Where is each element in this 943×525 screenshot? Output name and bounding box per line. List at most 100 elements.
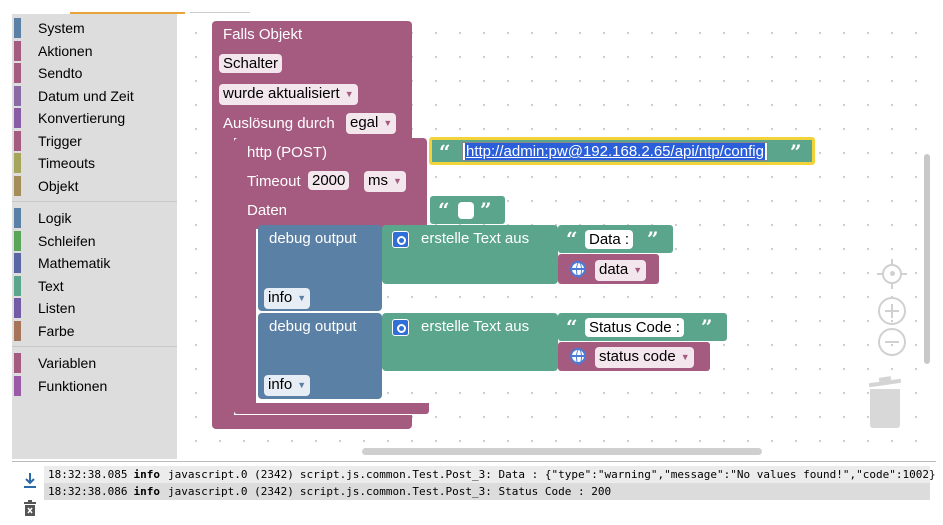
toolbox-category-listen[interactable]: Listen <box>14 298 174 318</box>
inactive-tab-indicator[interactable] <box>190 12 250 13</box>
category-color-swatch <box>14 153 21 173</box>
gear-icon[interactable] <box>392 319 409 336</box>
category-color-swatch <box>14 86 21 106</box>
log-time: 18:32:38.086 <box>48 485 128 498</box>
globe-icon <box>570 348 586 365</box>
zoom-out-icon[interactable] <box>877 327 907 357</box>
toolbox-category-sendto[interactable]: Sendto <box>14 63 174 83</box>
close-quote-icon: ” <box>790 140 802 164</box>
variable-dropdown[interactable]: status code▼ <box>595 347 694 368</box>
toolbox-category-farbe[interactable]: Farbe <box>14 321 174 341</box>
trigger-source-label: Auslösung durch <box>223 115 335 132</box>
vertical-scrollbar[interactable] <box>924 154 930 364</box>
variable-block[interactable]: data ▼ <box>558 254 659 284</box>
debug-level-dropdown[interactable]: info▼ <box>264 288 311 309</box>
variable-dropdown-value: data <box>599 261 629 278</box>
center-icon[interactable] <box>877 259 907 289</box>
dropdown-arrow-icon: ▼ <box>633 265 643 275</box>
trash-icon[interactable] <box>865 376 905 429</box>
toolbox-category-funktionen[interactable]: Funktionen <box>14 376 174 396</box>
log-level: info <box>133 468 160 481</box>
category-color-swatch <box>14 298 21 318</box>
toolbox-separator <box>12 201 177 202</box>
data-text-input[interactable] <box>458 202 474 219</box>
category-label: Funktionen <box>38 378 108 394</box>
trigger-block-footer[interactable] <box>212 415 412 429</box>
dropdown-arrow-icon: ▼ <box>297 293 307 303</box>
url-input-value: http://admin:pw@192.168.2.65/api/ntp/con… <box>465 143 765 160</box>
text-literal-input[interactable]: Status Code : <box>585 318 684 337</box>
category-color-swatch <box>14 208 21 228</box>
url-text-block[interactable]: “ http://admin:pw@192.168.2.65/api/ntp/c… <box>429 137 815 165</box>
toolbox-category-timeouts[interactable]: Timeouts <box>14 153 174 173</box>
event-dropdown-value: wurde aktualisiert <box>223 85 340 102</box>
blockly-workspace[interactable]: Falls Objekt Schalter wurde aktualisiert… <box>177 14 933 459</box>
category-label: Variablen <box>38 355 97 371</box>
category-color-swatch <box>14 253 21 273</box>
object-field[interactable]: Schalter <box>219 54 283 73</box>
http-block-footer[interactable] <box>234 403 429 414</box>
timeout-field[interactable]: 2000 <box>308 171 350 190</box>
data-label: Daten <box>247 202 288 219</box>
toolbox-category-text[interactable]: Text <box>14 276 174 296</box>
dropdown-arrow-icon: ▼ <box>383 118 393 128</box>
category-color-swatch <box>14 176 21 196</box>
dropdown-arrow-icon: ▼ <box>297 380 307 390</box>
horizontal-scrollbar[interactable] <box>362 448 762 455</box>
close-quote-icon: ” <box>480 198 492 222</box>
trash-body <box>870 389 900 428</box>
toolbox-category-mathematik[interactable]: Mathematik <box>14 253 174 273</box>
data-text-block[interactable]: “ ” <box>430 196 505 224</box>
toolbox-category-logik[interactable]: Logik <box>14 208 174 228</box>
create-text-block[interactable] <box>382 313 558 371</box>
trigger-block-spine[interactable] <box>212 138 234 423</box>
open-quote-icon: “ <box>566 227 578 251</box>
debug-level-dropdown[interactable]: info▼ <box>264 375 311 396</box>
category-label: Konvertierung <box>38 110 126 126</box>
text-literal-block[interactable]: “ Status Code : ” <box>558 313 727 341</box>
toolbox-category-datum-und-zeit[interactable]: Datum und Zeit <box>14 86 174 106</box>
create-text-label: erstelle Text aus <box>421 318 530 335</box>
timeout-unit-value: ms <box>368 172 388 189</box>
source-dropdown[interactable]: egal▼ <box>346 113 397 134</box>
timeout-unit-dropdown[interactable]: ms▼ <box>364 171 406 192</box>
toolbox-category-objekt[interactable]: Objekt <box>14 176 174 196</box>
toolbox-category-konvertierung[interactable]: Konvertierung <box>14 108 174 128</box>
event-dropdown[interactable]: wurde aktualisiert▼ <box>219 84 358 105</box>
create-text-block[interactable] <box>382 225 558 284</box>
toolbox-category-schleifen[interactable]: Schleifen <box>14 231 174 251</box>
zoom-in-bar <box>891 304 893 318</box>
zoom-out-bar <box>885 341 899 343</box>
toolbox-separator <box>12 346 177 347</box>
category-label: Trigger <box>38 133 82 149</box>
gear-icon[interactable] <box>392 231 409 248</box>
variable-dropdown[interactable]: data ▼ <box>595 260 647 281</box>
close-quote-icon: ” <box>647 227 659 251</box>
category-color-swatch <box>14 231 21 251</box>
log-message: script.js.common.Test.Post_3: Data : {"t… <box>299 468 936 481</box>
toolbox-category-variablen[interactable]: Variablen <box>14 353 174 373</box>
center-tick <box>891 259 893 265</box>
variable-block[interactable]: status code▼ <box>558 342 710 371</box>
zoom-in-ring <box>878 297 906 325</box>
toolbox-category-trigger[interactable]: Trigger <box>14 131 174 151</box>
active-tab-indicator[interactable] <box>70 12 185 14</box>
category-label: Sendto <box>38 65 83 81</box>
log-message: script.js.common.Test.Post_3: Status Cod… <box>299 485 612 498</box>
http-block-spine[interactable] <box>234 229 256 409</box>
text-literal-input[interactable]: Data : <box>585 230 634 249</box>
category-color-swatch <box>14 108 21 128</box>
category-label: Timeouts <box>38 155 96 171</box>
toolbox-category-system[interactable]: System <box>14 18 174 38</box>
zoom-in-icon[interactable] <box>877 296 907 326</box>
category-label: Datum und Zeit <box>38 88 134 104</box>
url-input[interactable]: http://admin:pw@192.168.2.65/api/ntp/con… <box>462 142 768 161</box>
download-icon[interactable] <box>21 471 39 489</box>
trigger-title: Falls Objekt <box>223 26 303 43</box>
category-label: Aktionen <box>38 43 93 59</box>
toolbox-category-aktionen[interactable]: Aktionen <box>14 41 174 61</box>
text-literal-block[interactable]: “ Data : ” <box>558 225 673 253</box>
log-level: info <box>133 485 160 498</box>
trash-icon[interactable] <box>21 499 39 517</box>
